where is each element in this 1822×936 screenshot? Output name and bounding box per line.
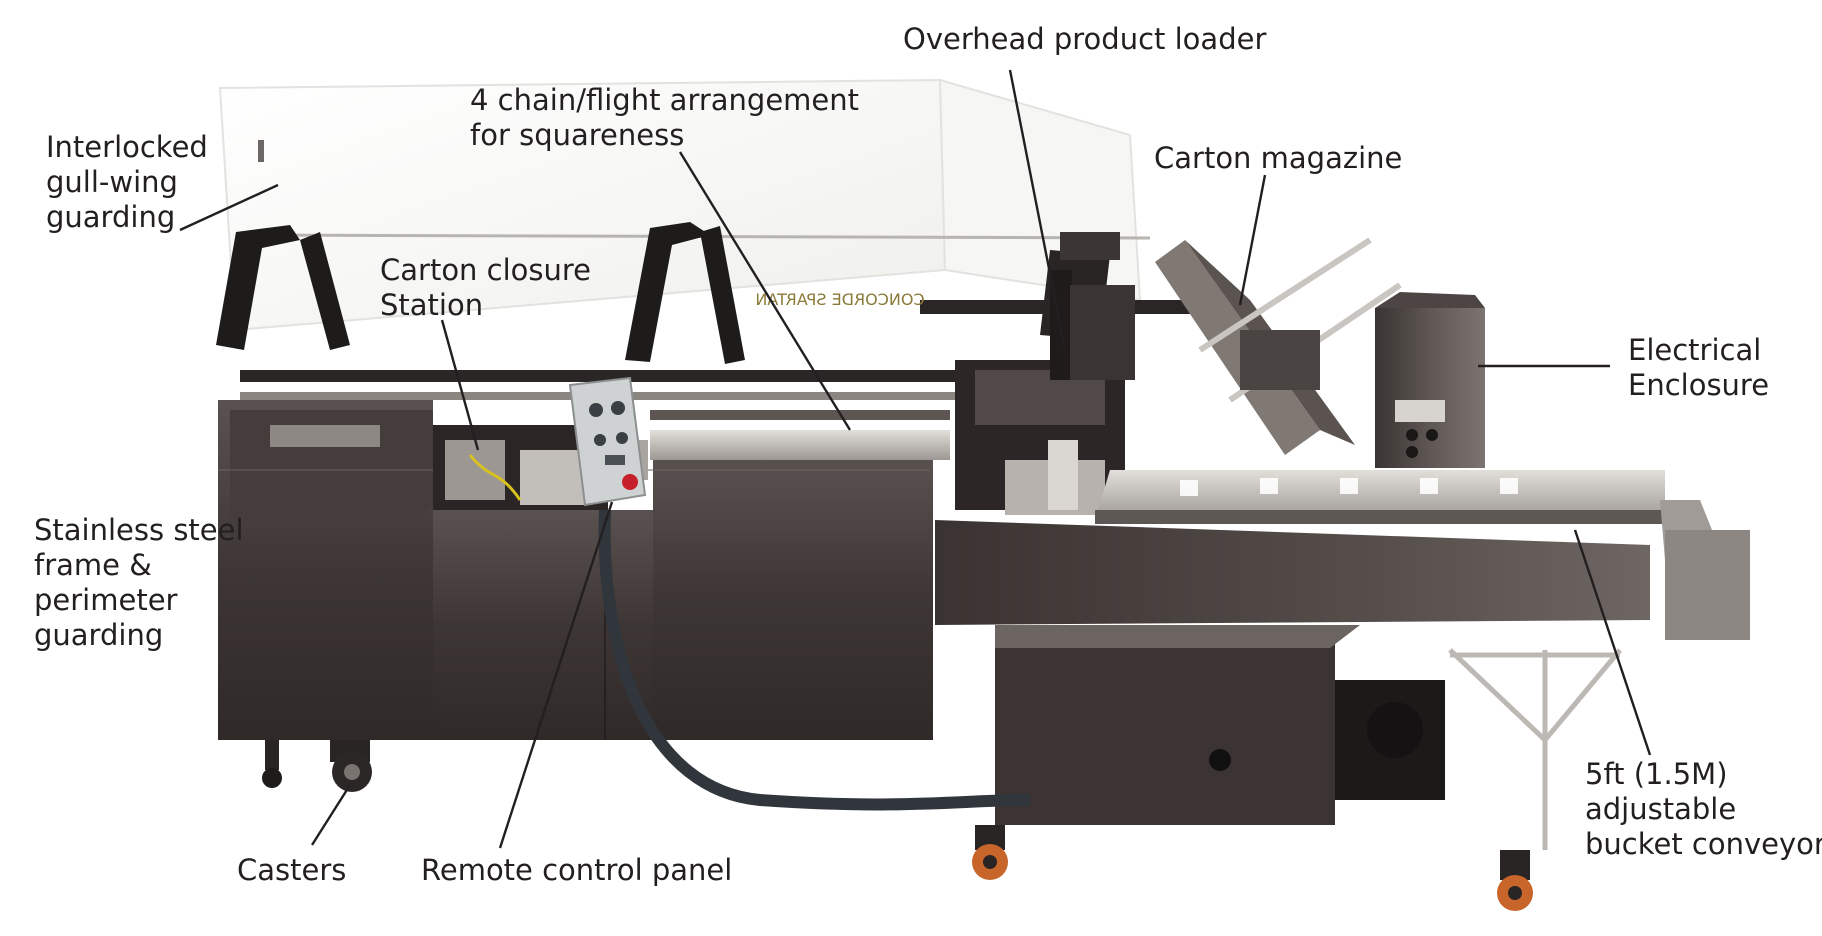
leader-bucket-conveyor	[1573, 529, 1652, 756]
leader-carton-magazine	[1238, 174, 1267, 306]
label-casters: Casters	[237, 853, 347, 887]
label-bucket-conveyor: 5ft (1.5M) adjustable bucket conveyor	[1585, 757, 1822, 861]
nameplate: CONCORDE SPARTAN	[755, 290, 924, 309]
label-remote-panel: Remote control panel	[421, 853, 733, 887]
leader-remote-panel	[498, 501, 614, 849]
label-carton-closure: Carton closure Station	[380, 253, 592, 322]
leader-interlocked-guarding	[179, 183, 279, 232]
callout-leader-lines	[179, 69, 1652, 849]
carton-magazine	[1155, 237, 1402, 455]
main-body	[218, 400, 933, 740]
leader-casters	[310, 784, 352, 846]
label-overhead-loader: Overhead product loader	[903, 22, 1267, 56]
conveyor-stand	[1448, 648, 1622, 850]
right-body	[935, 520, 1650, 825]
electrical-enclosure	[1375, 292, 1485, 468]
casters-graphic	[262, 740, 1533, 911]
label-interlocked-guarding: Interlocked gull-wing guarding	[46, 130, 208, 234]
nameplate-text: CONCORDE SPARTAN	[755, 290, 924, 309]
remote-control-panel-graphic	[568, 376, 1031, 811]
label-stainless-frame: Stainless steel frame & perimeter guardi…	[34, 513, 244, 652]
leader-carton-closure	[440, 319, 480, 451]
main-conveyor	[650, 410, 950, 460]
label-chain-flight: 4 chain/flight arrangement for squarenes…	[470, 83, 860, 152]
leader-chain-flight	[678, 151, 852, 431]
bucket-conveyor	[1095, 470, 1750, 640]
label-electrical-enclosure: Electrical Enclosure	[1628, 333, 1770, 402]
label-carton-magazine: Carton magazine	[1154, 141, 1403, 175]
leader-overhead-loader	[1008, 69, 1067, 351]
